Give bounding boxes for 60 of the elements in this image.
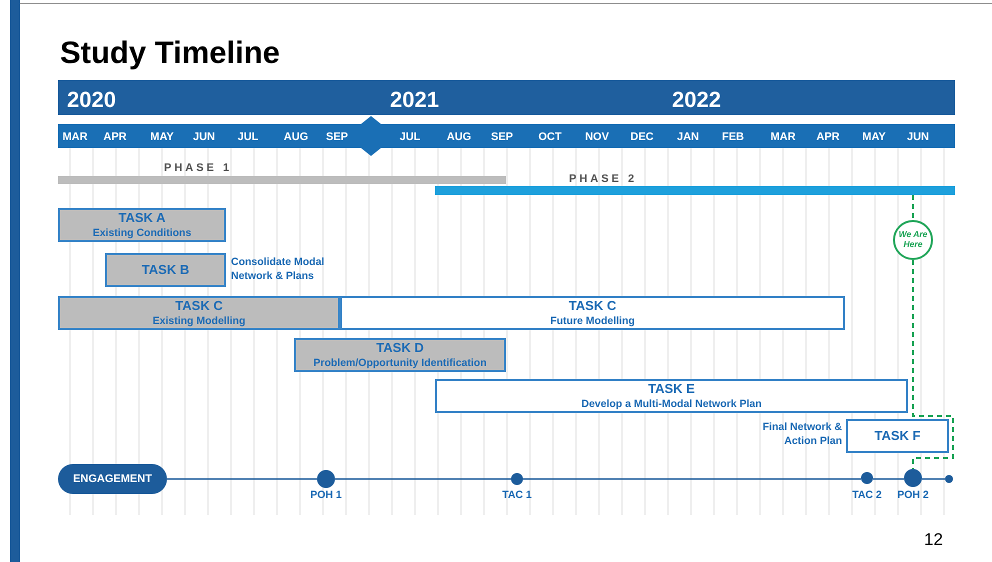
year-label: 2020 (67, 86, 116, 114)
engagement-pill: ENGAGEMENT (58, 464, 167, 494)
year-label: 2021 (390, 86, 439, 114)
timeline-line (523, 478, 861, 480)
month-label: JUN (906, 130, 930, 145)
task-description: Existing Conditions (92, 226, 192, 240)
task-description: Final Network & Action Plan (762, 421, 842, 448)
milestone-label: TAC 1 (501, 489, 533, 503)
task-bar (58, 296, 340, 330)
month-label: JAN (676, 130, 700, 145)
marker-text: We Are Here (898, 230, 928, 250)
timeline-line (335, 478, 511, 480)
task-title: TASK F (874, 428, 920, 444)
month-label: DEC (629, 130, 655, 145)
dashed-line (912, 195, 914, 220)
month-label: JUN (192, 130, 216, 145)
milestone-label: POH 1 (309, 489, 343, 503)
task-title: TASK C (175, 298, 223, 315)
slide-title: Study Timeline (60, 34, 280, 72)
month-label: AUG (446, 130, 472, 145)
task-bar (105, 253, 226, 287)
phase-label: PHASE 2 (569, 172, 638, 187)
task-title: TASK B (142, 262, 190, 278)
task-title: TASK D (376, 340, 424, 357)
task-description: Problem/Opportunity Identification (313, 356, 487, 370)
month-label: MAR (61, 130, 89, 145)
task-bar (294, 338, 506, 372)
month-label: NOV (584, 130, 610, 145)
task-bar (435, 379, 908, 413)
milestone-label: TAC 2 (851, 489, 883, 503)
milestone-label: POH 2 (896, 489, 930, 503)
task-description: Existing Modelling (152, 314, 246, 328)
month-label: MAY (149, 130, 175, 145)
month-label: MAY (861, 130, 887, 145)
dashed-line (912, 260, 954, 469)
month-label: AUG (282, 130, 310, 145)
month-label: JUL (236, 130, 260, 145)
page-number: 12 (924, 529, 943, 551)
month-label: APR (102, 130, 128, 145)
month-label: OCT (537, 130, 563, 145)
task-bar (58, 208, 226, 242)
task-title: TASK E (648, 381, 695, 398)
timeline-line (873, 478, 904, 480)
timeline-line (922, 478, 945, 480)
month-label: MAR (769, 130, 797, 145)
timeline-line (167, 478, 317, 480)
task-description: Future Modelling (550, 314, 635, 328)
task-description: Consolidate Modal Network & Plans (231, 256, 326, 284)
task-bar (340, 296, 845, 330)
month-label: APR (815, 130, 841, 145)
year-label: 2022 (672, 86, 721, 114)
month-label: JUL (398, 130, 422, 145)
task-description: Develop a Multi-Modal Network Plan (581, 398, 762, 411)
month-label: SEP (324, 130, 349, 145)
month-label: SEP (490, 130, 514, 145)
task-title: TASK C (568, 298, 616, 315)
task-bar (846, 419, 949, 453)
task-title: TASK A (118, 210, 166, 227)
month-label: FEB (721, 130, 745, 145)
phase-label: PHASE 1 (164, 161, 232, 176)
